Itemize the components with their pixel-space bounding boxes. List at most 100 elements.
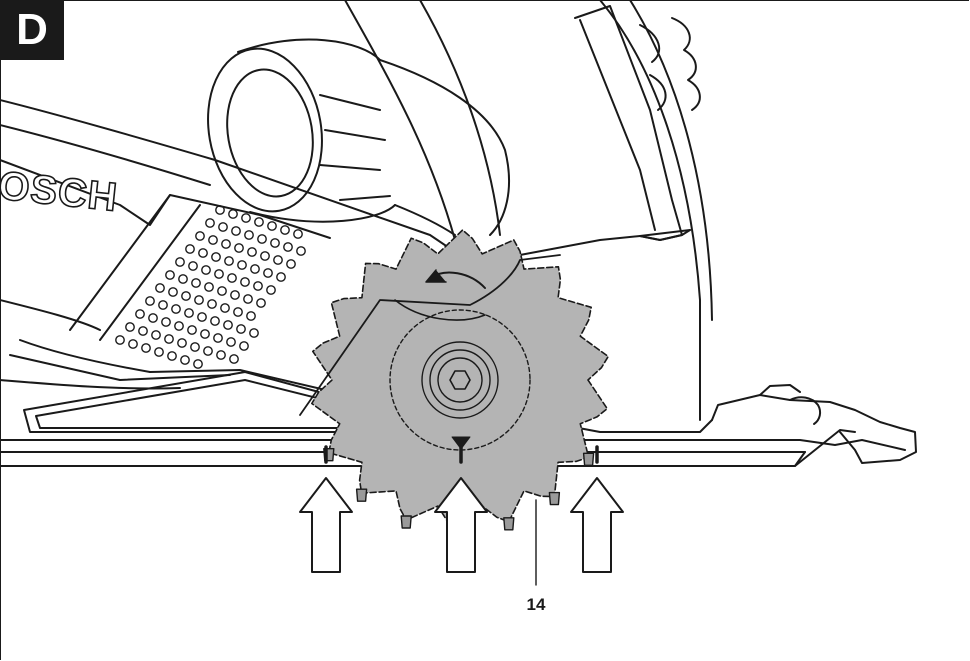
vent-hole	[135, 309, 145, 319]
vent-hole	[217, 286, 227, 296]
motor-housing	[1, 159, 331, 390]
vent-hole	[191, 278, 201, 288]
vent-hole	[231, 226, 241, 236]
vent-hole	[197, 312, 207, 322]
vent-hole	[241, 213, 251, 223]
vent-hole	[276, 272, 286, 282]
vent-hole	[115, 335, 125, 345]
vent-hole	[249, 328, 259, 338]
vent-hole	[243, 294, 253, 304]
vent-hole	[218, 222, 228, 232]
vent-hole	[214, 269, 224, 279]
vent-hole	[221, 239, 231, 249]
saw-blade	[299, 229, 609, 539]
vent-hole	[296, 246, 306, 256]
vent-hole	[208, 235, 218, 245]
vent-hole	[155, 283, 165, 293]
vent-hole	[247, 247, 257, 257]
vent-hole	[141, 343, 151, 353]
vent-hole	[263, 268, 273, 278]
vent-hole	[145, 296, 155, 306]
vent-hole	[236, 324, 246, 334]
vent-hole	[270, 238, 280, 248]
arrow-left	[299, 477, 353, 573]
vent-hole	[158, 300, 168, 310]
vent-hole	[175, 257, 185, 267]
vent-hole	[239, 341, 249, 351]
vent-hole	[205, 218, 215, 228]
vent-hole	[280, 225, 290, 235]
vent-hole	[200, 329, 210, 339]
arrow-right	[570, 477, 624, 573]
vent-hole	[286, 259, 296, 269]
vent-hole	[223, 320, 233, 330]
vent-hole	[128, 339, 138, 349]
indicator-arrows	[299, 477, 624, 573]
vent-hole	[237, 260, 247, 270]
callout-label-14: 14	[527, 595, 546, 614]
vent-hole	[203, 346, 213, 356]
vent-hole	[246, 311, 256, 321]
vent-hole	[244, 230, 254, 240]
vent-hole	[210, 316, 220, 326]
vent-hole	[256, 298, 266, 308]
vent-hole	[171, 304, 181, 314]
vent-hole	[233, 307, 243, 317]
vent-hole	[177, 338, 187, 348]
vent-hole	[195, 231, 205, 241]
vent-hole	[194, 295, 204, 305]
vent-hole	[227, 273, 237, 283]
vent-hole	[215, 205, 225, 215]
vent-hole	[167, 351, 177, 361]
vent-hole	[148, 313, 158, 323]
vent-hole	[161, 317, 171, 327]
vent-hole	[228, 209, 238, 219]
vent-hole	[198, 248, 208, 258]
vent-hole	[201, 265, 211, 275]
vent-holes	[115, 205, 306, 369]
vent-hole	[151, 330, 161, 340]
vent-hole	[229, 354, 239, 364]
vent-hole	[211, 252, 221, 262]
vent-hole	[125, 322, 135, 332]
vent-hole	[266, 285, 276, 295]
vent-hole	[204, 282, 214, 292]
dust-port	[207, 38, 511, 236]
cut-markers	[324, 436, 599, 464]
vent-hole	[220, 303, 230, 313]
vent-hole	[267, 221, 277, 231]
vent-hole	[187, 325, 197, 335]
vent-hole	[138, 326, 148, 336]
vent-hole	[193, 359, 203, 369]
vent-hole	[165, 270, 175, 280]
vent-hole	[224, 256, 234, 266]
vent-hole	[250, 264, 260, 274]
vent-hole	[180, 355, 190, 365]
brand-logo: OSCH	[0, 164, 120, 220]
vent-hole	[273, 255, 283, 265]
vent-hole	[207, 299, 217, 309]
vent-hole	[230, 290, 240, 300]
vent-hole	[226, 337, 236, 347]
vent-hole	[185, 244, 195, 254]
vent-hole	[190, 342, 200, 352]
vent-hole	[213, 333, 223, 343]
vent-hole	[168, 287, 178, 297]
vent-hole	[184, 308, 194, 318]
vent-hole	[154, 347, 164, 357]
vent-hole	[164, 334, 174, 344]
arrow-center	[434, 477, 488, 573]
vent-hole	[257, 234, 267, 244]
saw-housing	[1, 1, 713, 421]
vent-hole	[240, 277, 250, 287]
vent-hole	[260, 251, 270, 261]
vent-hole	[254, 217, 264, 227]
vent-hole	[293, 229, 303, 239]
vent-hole	[283, 242, 293, 252]
vent-hole	[178, 274, 188, 284]
vent-hole	[181, 291, 191, 301]
vent-hole	[234, 243, 244, 253]
figure-label: D	[0, 0, 64, 60]
